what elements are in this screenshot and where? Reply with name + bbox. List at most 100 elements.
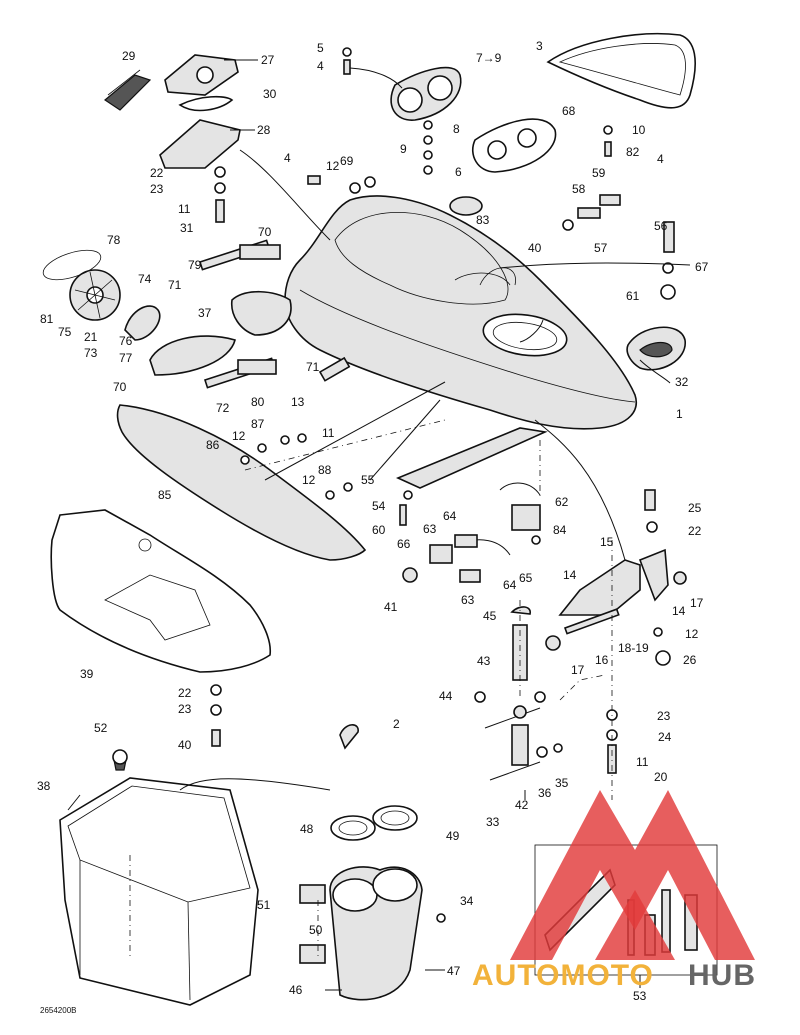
label: 36 (538, 786, 552, 800)
label: 85 (158, 488, 172, 502)
gasket-part-67 (471, 118, 557, 173)
label: 67 (695, 260, 709, 274)
label: 12 (685, 627, 699, 641)
label: 16 (595, 653, 609, 667)
label: 29 (122, 49, 136, 63)
label: 22 (150, 166, 164, 180)
label: 59 (592, 166, 606, 180)
label: 8 (453, 122, 460, 136)
storage-bin-part-37 (59, 749, 259, 1006)
label: 78 (107, 233, 121, 247)
watermark-text-auto: AUTOMOTO (472, 959, 654, 992)
label: 87 (251, 417, 265, 431)
label: 23 (150, 182, 164, 196)
label: 69 (340, 154, 354, 168)
label: 24 (658, 730, 672, 744)
label: 64 (503, 578, 517, 592)
label: 28 (257, 123, 271, 137)
label: 15 (600, 535, 614, 549)
label: 12 (326, 159, 340, 173)
label: 4 (284, 151, 291, 165)
label: 6 (455, 165, 462, 179)
label: 23 (657, 709, 671, 723)
centerlines (129, 419, 613, 960)
label: 58 (572, 182, 586, 196)
label: 4 (657, 152, 664, 166)
label: 14 (563, 568, 577, 582)
label: 65 (519, 571, 533, 585)
label: 40 (528, 241, 542, 255)
label: 62 (555, 495, 569, 509)
label: 72 (216, 401, 230, 415)
callout-labels: 1 2 3 4 4 4 5 6 7→9 8 9 10 11 11 11 12 1… (37, 39, 709, 1015)
label: 2 (393, 717, 400, 731)
label: 9 (400, 142, 407, 156)
label: 39 (80, 667, 94, 681)
label: 30 (263, 87, 277, 101)
label: 12 (232, 429, 246, 443)
label: 45 (483, 609, 497, 623)
label: 63 (461, 593, 475, 607)
label: 71 (168, 278, 182, 292)
label: 81 (40, 312, 54, 326)
label: 11 (178, 202, 191, 216)
label: 82 (626, 145, 640, 159)
label: 46 (289, 983, 303, 997)
wheel-cluster-80 (42, 249, 236, 376)
label: 23 (178, 702, 192, 716)
label: 13 (291, 395, 305, 409)
label: 44 (439, 689, 453, 703)
label: 68 (562, 104, 576, 118)
label: 40 (178, 738, 192, 752)
windshield-part-3 (546, 32, 696, 109)
handle-parts-26-27-28 (103, 54, 241, 169)
label: 55 (361, 473, 375, 487)
side-panel-part-84 (116, 404, 367, 561)
label: 70 (113, 380, 127, 394)
label: 20 (654, 770, 668, 784)
label: 22 (688, 524, 702, 538)
side-pieces-36-70 (198, 239, 351, 389)
label: 60 (372, 523, 386, 537)
label: 7→9 (476, 51, 502, 65)
label: 38 (37, 779, 51, 793)
label: 18-19 (618, 641, 649, 655)
label: 54 (372, 499, 386, 513)
drawing-code: 2654200B (40, 1006, 76, 1015)
label: 48 (300, 822, 314, 836)
storage-tray-part-46 (329, 805, 423, 1001)
gauge-bezel-part-7-9 (390, 66, 462, 121)
label: 25 (688, 501, 702, 515)
label: 10 (632, 123, 646, 137)
label: 14 (672, 604, 686, 618)
label: 83 (476, 213, 490, 227)
label: 70 (258, 225, 272, 239)
label: 43 (477, 654, 491, 668)
label: 84 (553, 523, 567, 537)
label: 64 (443, 509, 457, 523)
bracket-and-harness-54-61 (395, 427, 548, 583)
label: 41 (384, 600, 398, 614)
label: 5 (317, 41, 324, 55)
label: 57 (594, 241, 608, 255)
label: 88 (318, 463, 332, 477)
label: 56 (654, 219, 668, 233)
label: 34 (460, 894, 474, 908)
label: 77 (119, 351, 133, 365)
label: 17 (690, 596, 704, 610)
label: 74 (138, 272, 152, 286)
label: 73 (84, 346, 98, 360)
label: 11 (636, 755, 649, 769)
label: 11 (322, 426, 335, 440)
ring-part-82 (449, 196, 483, 216)
label: 66 (397, 537, 411, 551)
label: 35 (555, 776, 569, 790)
label: 53 (633, 989, 647, 1003)
label: 33 (486, 815, 500, 829)
label: 79 (188, 258, 202, 272)
label: 49 (446, 829, 460, 843)
label: 50 (309, 923, 323, 937)
label: 63 (423, 522, 437, 536)
